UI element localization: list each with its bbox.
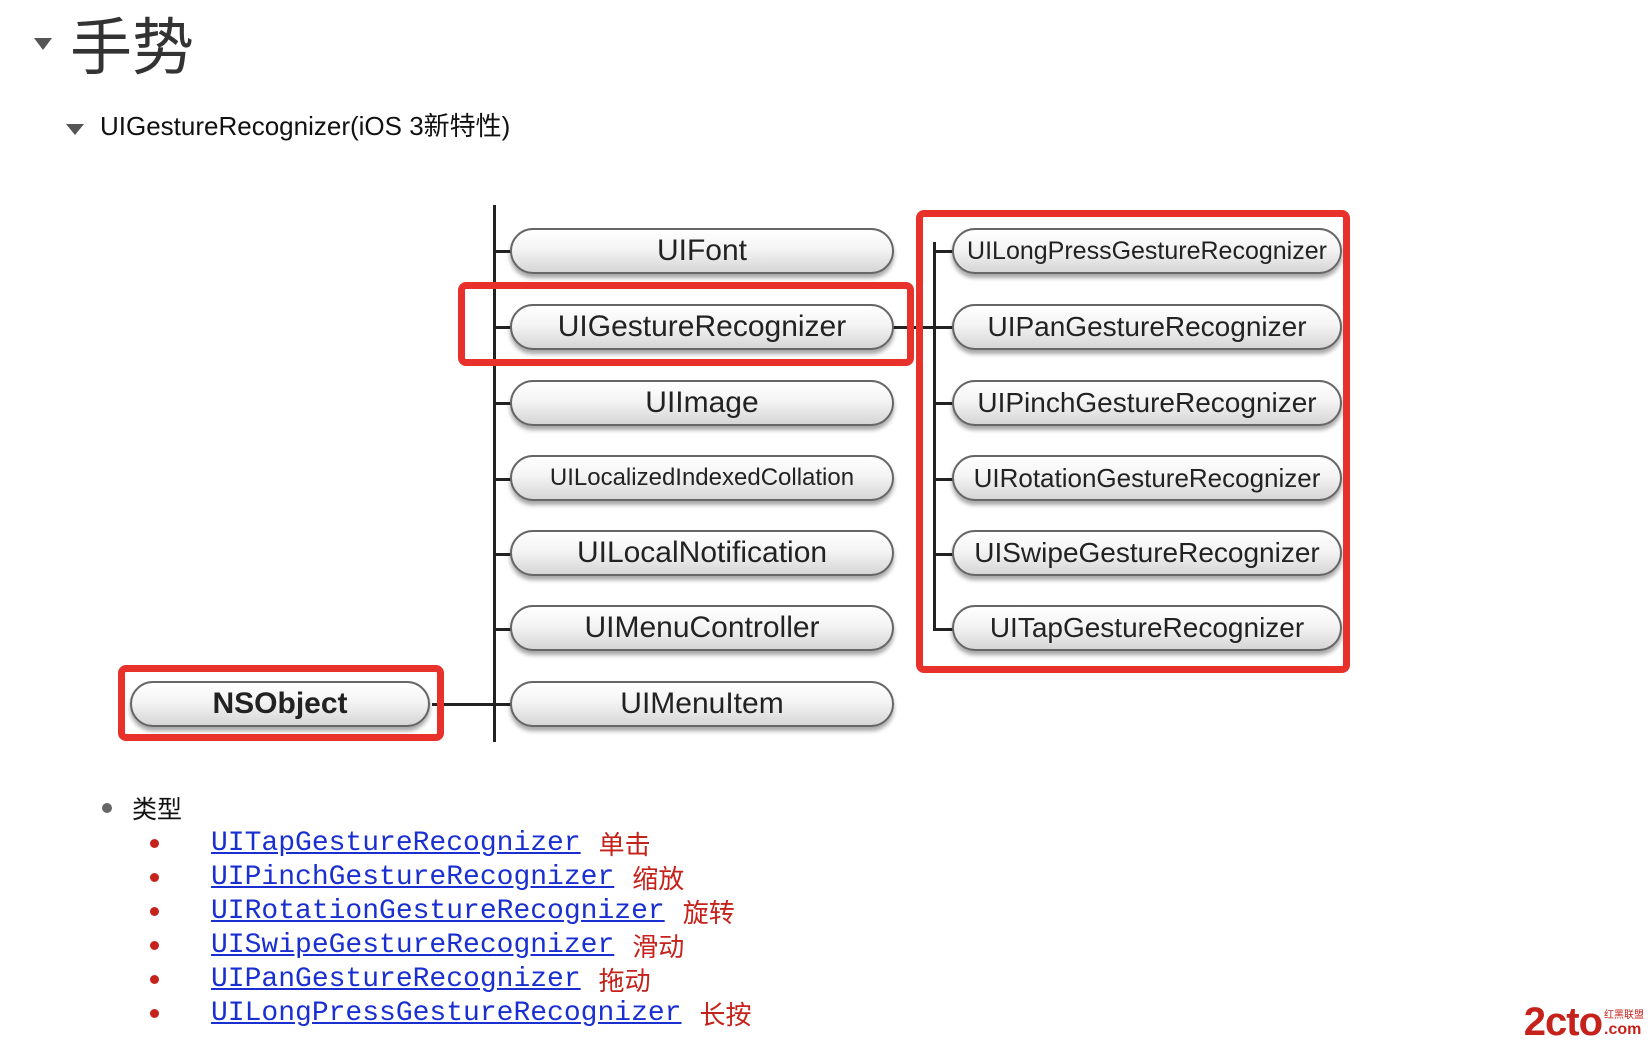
collapse-triangle-icon[interactable] bbox=[66, 124, 84, 135]
branch-tick bbox=[933, 250, 953, 253]
bullet bbox=[150, 872, 159, 882]
branch-tick bbox=[493, 553, 513, 556]
highlight-box-uigesturerecognizer bbox=[458, 282, 914, 366]
list-item: UIPanGestureRecognizer 拖动 bbox=[150, 962, 651, 997]
gesture-trunk-line bbox=[933, 242, 936, 629]
class-node-uilocalnotification: UILocalNotification bbox=[510, 530, 894, 576]
list-item: UILongPressGestureRecognizer 长按 bbox=[150, 996, 752, 1031]
branch-tick bbox=[933, 553, 953, 556]
class-node-uifont: UIFont bbox=[510, 228, 894, 274]
branch-tick bbox=[933, 478, 953, 481]
bullet bbox=[102, 803, 112, 813]
section-title: UIGestureRecognizer(iOS 3新特性) bbox=[100, 111, 511, 141]
branch-tick bbox=[933, 326, 953, 329]
type-description: 单击 bbox=[598, 830, 651, 861]
watermark-logo: 2cto 红黑联盟 .com bbox=[1524, 1000, 1644, 1045]
branch-tick bbox=[493, 703, 513, 706]
class-node-uimenucontroller: UIMenuController bbox=[510, 605, 894, 651]
class-node-uilocalizedindexedcollation: UILocalizedIndexedCollation bbox=[510, 455, 894, 501]
bullet bbox=[150, 974, 159, 984]
types-title: 类型 bbox=[132, 795, 183, 824]
class-node-uirotationgesturerecognizer: UIRotationGestureRecognizer bbox=[952, 455, 1342, 501]
bullet bbox=[150, 906, 159, 916]
type-description: 拖动 bbox=[598, 966, 651, 997]
class-node-uipangesturerecognizer: UIPanGestureRecognizer bbox=[952, 304, 1342, 350]
list-item: UIRotationGestureRecognizer 旋转 bbox=[150, 894, 735, 929]
branch-tick bbox=[493, 478, 513, 481]
class-node-uigesturerecognizer: UIGestureRecognizer bbox=[510, 304, 894, 350]
class-node-uiimage: UIImage bbox=[510, 380, 894, 426]
class-node-uiswipegesturerecognizer: UISwipeGestureRecognizer bbox=[952, 530, 1342, 576]
class-node-nsobject: NSObject bbox=[130, 681, 430, 727]
class-node-uitapgesturerecognizer: UITapGestureRecognizer bbox=[952, 605, 1342, 651]
branch-tick bbox=[933, 628, 953, 631]
bullet bbox=[150, 1008, 159, 1018]
branch-tick bbox=[493, 628, 513, 631]
list-item: UISwipeGestureRecognizer 滑动 bbox=[150, 928, 685, 963]
watermark-suffix: .com bbox=[1604, 1021, 1642, 1038]
root-connector-line bbox=[432, 703, 495, 706]
type-link-uirotationgesturerecognizer[interactable]: UIRotationGestureRecognizer bbox=[211, 895, 665, 927]
trunk-line bbox=[493, 205, 496, 742]
branch-tick bbox=[493, 402, 513, 405]
class-node-uimenuitem: UIMenuItem bbox=[510, 681, 894, 727]
highlight-box-nsobject bbox=[118, 665, 444, 741]
branch-tick bbox=[933, 402, 953, 405]
list-item: UITapGestureRecognizer 单击 bbox=[150, 826, 651, 861]
branch-tick bbox=[493, 326, 513, 329]
bullet bbox=[150, 838, 159, 848]
type-description: 缩放 bbox=[632, 864, 685, 895]
page-title: 手势 bbox=[70, 11, 195, 84]
class-node-uilongpressgesturerecognizer: UILongPressGestureRecognizer bbox=[952, 228, 1342, 274]
type-link-uipangesturerecognizer[interactable]: UIPanGestureRecognizer bbox=[211, 963, 581, 995]
branch-tick bbox=[493, 250, 513, 253]
list-item: UIPinchGestureRecognizer 缩放 bbox=[150, 860, 685, 895]
type-link-uiswipegesturerecognizer[interactable]: UISwipeGestureRecognizer bbox=[211, 929, 615, 961]
watermark-main: 2cto bbox=[1523, 1000, 1603, 1044]
type-description: 旋转 bbox=[682, 898, 735, 929]
type-link-uipinchgesturerecognizer[interactable]: UIPinchGestureRecognizer bbox=[211, 861, 615, 893]
type-link-uilongpressgesturerecognizer[interactable]: UILongPressGestureRecognizer bbox=[211, 997, 682, 1029]
collapse-triangle-icon[interactable] bbox=[34, 38, 52, 50]
type-description: 长按 bbox=[699, 1000, 752, 1031]
type-link-uitapgesturerecognizer[interactable]: UITapGestureRecognizer bbox=[211, 827, 581, 859]
highlight-box-gesture-subclasses bbox=[916, 210, 1350, 673]
class-node-uipinchgesturerecognizer: UIPinchGestureRecognizer bbox=[952, 380, 1342, 426]
watermark-tag: 红黑联盟 bbox=[1604, 1010, 1644, 1021]
bullet bbox=[150, 940, 159, 950]
watermark-side: 红黑联盟 .com bbox=[1604, 1006, 1644, 1039]
type-description: 滑动 bbox=[632, 932, 685, 963]
